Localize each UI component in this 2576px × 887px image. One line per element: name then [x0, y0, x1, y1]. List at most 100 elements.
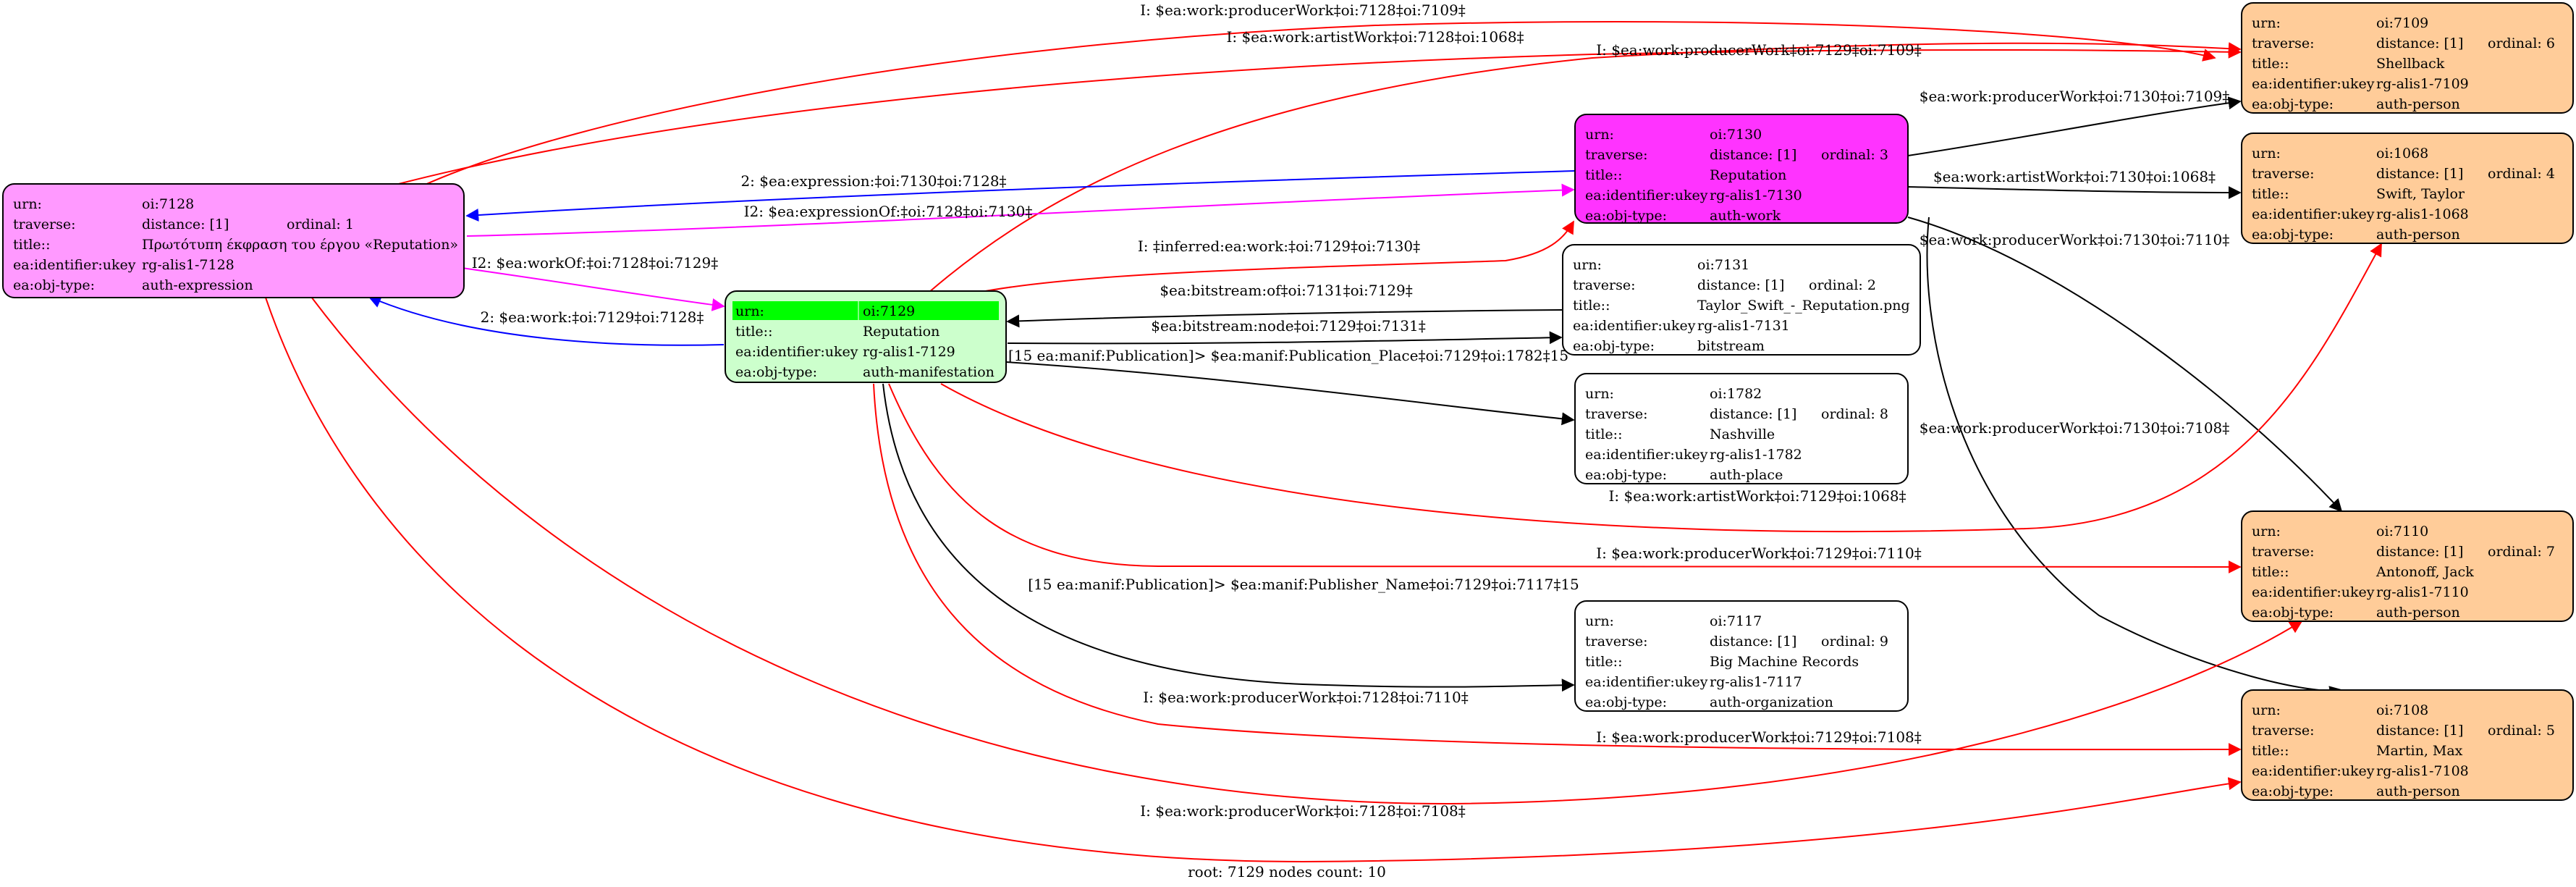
- node-field-value: distance: [1]: [1710, 406, 1796, 422]
- node-field-value: rg-alis1-7129: [863, 344, 955, 360]
- edge-e9: [1006, 309, 1563, 328]
- node-field-value: auth-person: [2376, 783, 2460, 799]
- node-field-value: ordinal: 5: [2488, 723, 2555, 739]
- node-field-value: rg-alis1-1782: [1710, 447, 1802, 463]
- node-field-value: Antonoff, Jack: [2376, 564, 2474, 580]
- node-field-key: ea:obj-type:: [2252, 227, 2334, 243]
- node-field-key: title::: [1585, 167, 1622, 183]
- edge-e12: [1907, 96, 2242, 156]
- node-field-value: rg-alis1-7117: [1710, 674, 1802, 690]
- node-field-value: auth-person: [2376, 605, 2460, 621]
- node-box: [2241, 510, 2574, 622]
- node-field-value: oi:7129: [863, 303, 915, 319]
- node-field-value: distance: [1]: [2376, 544, 2463, 560]
- node-field-key: ea:obj-type:: [2252, 96, 2334, 112]
- node-field-value: Big Machine Records: [1710, 654, 1859, 670]
- edge-label: $ea:bitstream:of‡oi:7131‡oi:7129‡: [1160, 282, 1412, 299]
- node-field-key: title::: [13, 237, 50, 253]
- edge-e5: [466, 183, 1575, 237]
- edge-label: I: $ea:work:artistWork‡oi:7128‡oi:1068‡: [1226, 28, 1524, 46]
- node-field-key: ea:identifier:ukey: [2252, 76, 2375, 92]
- node-field-key: traverse:: [13, 217, 76, 232]
- edge-e8: [977, 220, 1574, 293]
- node-7129[interactable]: urn:oi:7129title::Reputationea:identifie…: [725, 290, 1007, 383]
- edge-label: I: $ea:work:producerWork‡oi:7128‡oi:7109…: [1140, 1, 1466, 19]
- node-field-key: ea:obj-type:: [2252, 605, 2334, 621]
- edge-e3: [928, 42, 2242, 293]
- edge-e15: [1926, 217, 2343, 699]
- node-field-value: ordinal: 3: [1821, 147, 1888, 163]
- node-field-value: distance: [1]: [1697, 277, 1784, 293]
- edge-label: [15 ea:manif:Publication]> $ea:manif:Pub…: [1028, 576, 1579, 593]
- node-box: [2, 183, 465, 298]
- node-field-key: title::: [2252, 743, 2289, 759]
- node-field-key: ea:obj-type:: [1585, 467, 1667, 483]
- edge-label: 2: $ea:expression:‡oi:7130‡oi:7128‡: [740, 172, 1006, 190]
- edge-e10: [1007, 331, 1563, 345]
- node-field-value: rg-alis1-7109: [2376, 76, 2469, 92]
- node-field-value: Nashville: [1710, 426, 1775, 442]
- edge-e20: [873, 383, 2242, 757]
- node-field-value: oi:7108: [2376, 702, 2428, 718]
- edge-e18: [882, 383, 1575, 692]
- node-field-key: urn:: [13, 196, 42, 212]
- node-box: [2241, 2, 2574, 114]
- nodes-layer: urn: oi:7128 traverse: distance: [1] ordinal…: [2, 2, 2574, 801]
- node-field-value: rg-alis1-7108: [2376, 763, 2469, 779]
- node-field-key: traverse:: [1585, 634, 1648, 650]
- edge-label: I: $ea:work:producerWork‡oi:7129‡oi:7108…: [1596, 728, 1922, 746]
- node-box: [2241, 133, 2574, 244]
- node-field-key: title::: [1585, 426, 1622, 442]
- edge-label: $ea:work:producerWork‡oi:7130‡oi:7108‡: [1920, 419, 2230, 437]
- edge-e21: [265, 297, 2242, 863]
- node-field-value: distance: [1]: [1710, 147, 1796, 163]
- edge-label: I2: $ea:workOf:‡oi:7128‡oi:7129‡: [472, 254, 718, 272]
- node-field-key: urn:: [1585, 613, 1614, 629]
- node-field-key: ea:obj-type:: [1573, 338, 1655, 354]
- node-field-value: distance: [1]: [2376, 166, 2463, 182]
- node-box: [1574, 600, 1909, 712]
- node-field-value: rg-alis1-7130: [1710, 188, 1802, 203]
- node-box: [1574, 373, 1909, 484]
- node-field-value: auth-expression: [142, 277, 253, 293]
- edge-label: [15 ea:manif:Publication]> $ea:manif:Pub…: [1008, 347, 1568, 364]
- edge-e17: [888, 383, 2242, 574]
- node-field-key: ea:obj-type:: [1585, 694, 1667, 710]
- node-field-key: urn:: [2252, 524, 2281, 539]
- node-field-key: urn:: [2252, 702, 2281, 718]
- node-field-key: title::: [1573, 298, 1610, 314]
- node-field-value: auth-organization: [1710, 694, 1833, 710]
- node-field-key: ea:identifier:ukey: [2252, 584, 2375, 600]
- node-field-value: oi:7128: [142, 196, 194, 212]
- node-field-value: auth-place: [1710, 467, 1783, 483]
- node-field-value: ordinal: 8: [1821, 406, 1888, 422]
- node-field-value: oi:1068: [2376, 146, 2428, 161]
- node-highlight-row: [732, 301, 999, 320]
- node-field-key: urn:: [1573, 257, 1602, 273]
- node-field-key: ea:identifier:ukey: [1585, 674, 1708, 690]
- node-field-key: urn:: [2252, 146, 2281, 161]
- node-field-key: title::: [735, 324, 772, 340]
- node-field-key: ea:identifier:ukey: [2252, 763, 2375, 779]
- node-field-key: title::: [2252, 186, 2289, 202]
- node-field-key: urn:: [735, 303, 764, 319]
- node-field-key: ea:identifier:ukey: [735, 344, 858, 360]
- edge-label: $ea:bitstream:node‡oi:7129‡oi:7131‡: [1151, 317, 1426, 335]
- node-field-key: traverse:: [2252, 166, 2315, 182]
- edge-label: $ea:work:producerWork‡oi:7130‡oi:7109‡: [1920, 88, 2230, 105]
- node-field-value: Martin, Max: [2376, 743, 2463, 759]
- node-field-value: auth-person: [2376, 227, 2460, 243]
- node-field-key: title::: [2252, 56, 2289, 72]
- edge-label: I2: $ea:expressionOf:‡oi:7128‡oi:7130‡: [744, 203, 1033, 220]
- node-field-key: ea:identifier:ukey: [2252, 206, 2375, 222]
